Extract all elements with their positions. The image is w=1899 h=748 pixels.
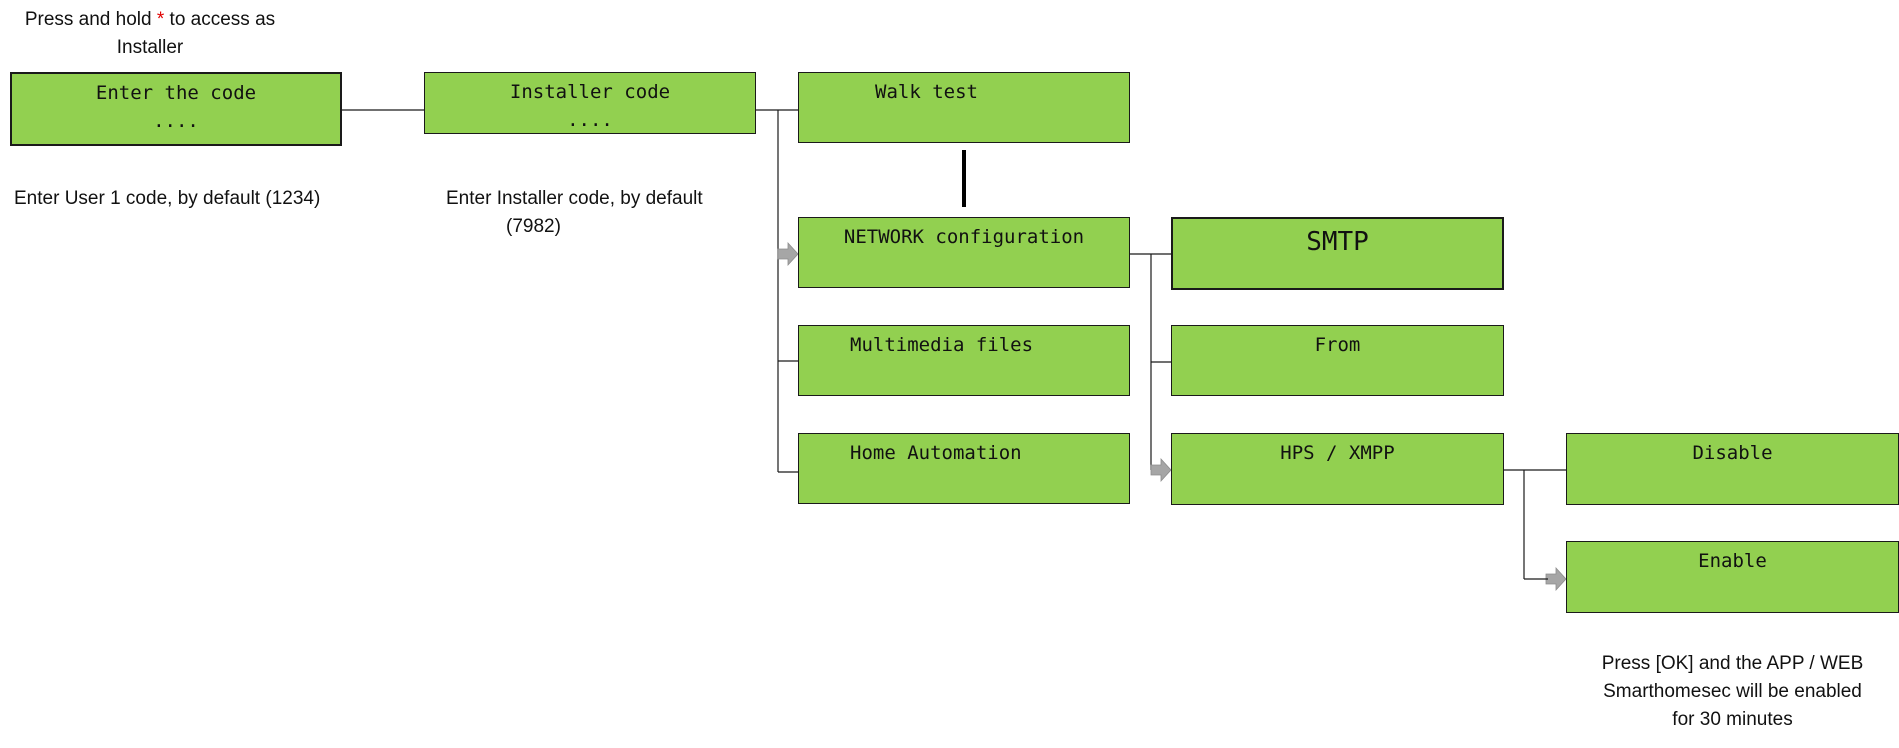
smtp-box[interactable]: SMTP bbox=[1171, 217, 1504, 290]
enable-title: Enable bbox=[1698, 550, 1767, 572]
access-note-prefix: Press and hold bbox=[24, 9, 157, 30]
hps-xmpp-title: HPS / XMPP bbox=[1280, 442, 1395, 464]
disable-title: Disable bbox=[1692, 442, 1773, 464]
disable-box[interactable]: Disable bbox=[1566, 433, 1899, 505]
walk-test-title: Walk test bbox=[875, 81, 978, 103]
network-config-title: NETWORK configuration bbox=[843, 226, 1085, 248]
right-arrow-icon bbox=[1545, 566, 1567, 592]
enable-hint-line2: Smarthomesec will be enabled bbox=[1603, 681, 1862, 702]
hps-xmpp-box[interactable]: HPS / XMPP bbox=[1171, 433, 1504, 505]
right-arrow-icon bbox=[1150, 457, 1172, 483]
installer-code-hint: Enter Installer code, by default (7982) bbox=[446, 185, 703, 241]
installer-hint-line1: Enter Installer code, by default bbox=[446, 188, 703, 209]
multimedia-box[interactable]: Multimedia files bbox=[798, 325, 1130, 396]
enable-hint-line3: for 30 minutes bbox=[1672, 709, 1793, 730]
installer-code-box[interactable]: Installer code .... bbox=[424, 72, 756, 134]
access-note-line2: Installer bbox=[116, 37, 184, 58]
installer-code-value: .... bbox=[567, 109, 613, 131]
walk-test-box[interactable]: Walk test bbox=[798, 72, 1130, 143]
enter-code-title: Enter the code bbox=[95, 82, 257, 104]
star-symbol: * bbox=[156, 9, 165, 30]
enter-code-value: .... bbox=[153, 110, 199, 132]
user-code-hint: Enter User 1 code, by default (1234) bbox=[14, 188, 321, 209]
access-note: Press and hold * to access as Installer bbox=[20, 6, 280, 62]
from-title: From bbox=[1314, 334, 1361, 356]
enable-box[interactable]: Enable bbox=[1566, 541, 1899, 613]
enable-hint-line1: Press [OK] and the APP / WEB bbox=[1601, 653, 1864, 674]
access-note-suffix: to access as bbox=[164, 9, 276, 30]
enable-hint: Press [OK] and the APP / WEB Smarthomese… bbox=[1580, 650, 1885, 734]
from-box[interactable]: From bbox=[1171, 325, 1504, 396]
home-automation-box[interactable]: Home Automation bbox=[798, 433, 1130, 504]
home-automation-title: Home Automation bbox=[850, 442, 1022, 464]
smtp-title: SMTP bbox=[1306, 227, 1369, 257]
enter-code-box[interactable]: Enter the code .... bbox=[10, 72, 342, 146]
multimedia-title: Multimedia files bbox=[850, 334, 1034, 356]
right-arrow-icon bbox=[777, 241, 799, 267]
network-config-box[interactable]: NETWORK configuration bbox=[798, 217, 1130, 288]
installer-hint-line2: (7982) bbox=[506, 216, 561, 237]
installer-code-title: Installer code bbox=[509, 81, 671, 103]
